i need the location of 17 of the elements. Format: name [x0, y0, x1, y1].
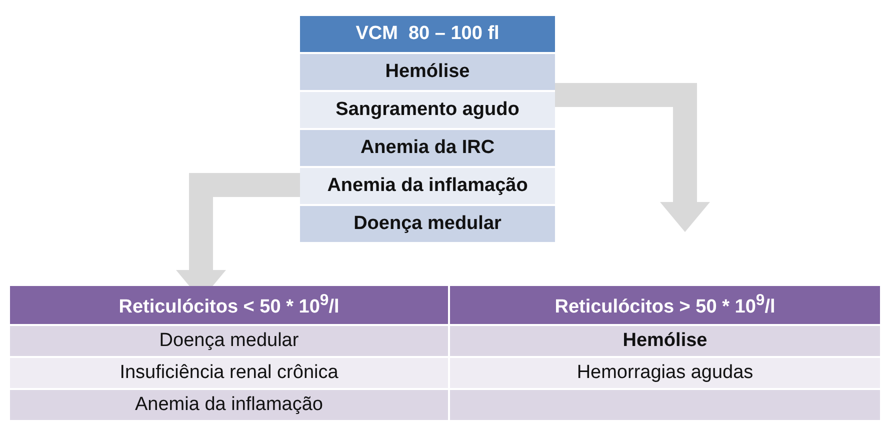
table	[450, 286, 880, 422]
table	[10, 286, 450, 422]
table-cell-text: Anemia da inflamação	[135, 394, 323, 416]
table-header: VCM 80 – 100 fl	[356, 23, 500, 45]
bent-arrow	[555, 83, 710, 232]
table	[300, 16, 555, 244]
table-cell-text: Hemorragias agudas	[576, 362, 754, 384]
table-header: Reticulócitos > 50 * 10$^{9}$/l	[554, 292, 776, 318]
table-cell-text: Anemia da inflamação	[327, 175, 528, 197]
table-cell-text: Sangramento agudo	[336, 99, 520, 121]
table-cell-text: Insuficiência renal crônica	[120, 362, 338, 384]
table-cell-text: Doença medular	[354, 213, 502, 235]
table-cell-text: Hemólise	[622, 330, 708, 352]
table-cell-text: Anemia da IRC	[360, 137, 495, 159]
table-cell-text: Doença medular	[159, 330, 299, 352]
table-cell-text: Hemólise	[385, 61, 470, 83]
table-header: Reticulócitos < 50 * 10$^{9}$/l	[118, 292, 340, 318]
